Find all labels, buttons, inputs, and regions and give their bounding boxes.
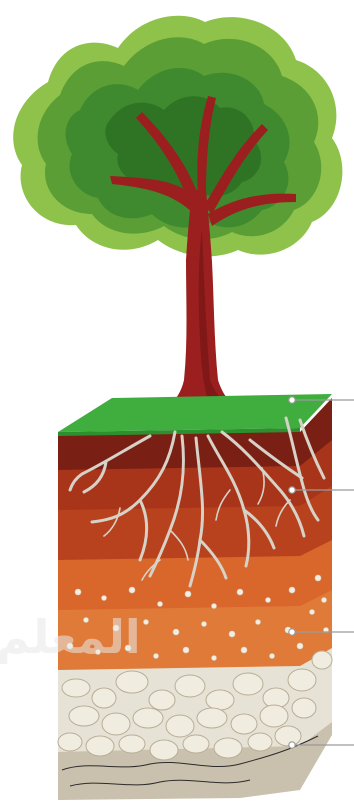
watermark-text: المعلم: [0, 610, 141, 664]
pointer-dot-1: [289, 397, 295, 403]
tree-canopy: [13, 16, 342, 257]
pointer-dot-3: [289, 629, 295, 635]
pointer-dot-2: [289, 487, 295, 493]
pointer-dot-4: [289, 742, 295, 748]
